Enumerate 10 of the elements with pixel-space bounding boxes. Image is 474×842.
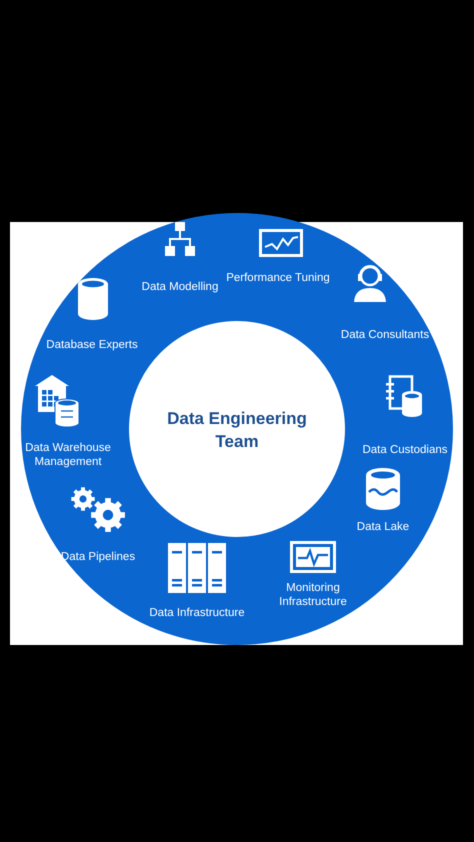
segment-label: Monitoring Infrastructure — [278, 581, 348, 609]
center-title: Data Engineering Team — [157, 380, 317, 480]
segment-label: Data Modelling — [140, 280, 220, 294]
segment-label: Data Consultants — [340, 328, 430, 342]
segment-label: Data Warehouse Management — [24, 441, 112, 469]
segment-label: Data Infrastructure — [148, 606, 246, 620]
segment-label: Database Experts — [45, 338, 139, 352]
segment-label: Data Custodians — [361, 443, 449, 457]
segment-label: Data Lake — [356, 520, 410, 534]
segment-label: Performance Tuning — [225, 271, 331, 285]
